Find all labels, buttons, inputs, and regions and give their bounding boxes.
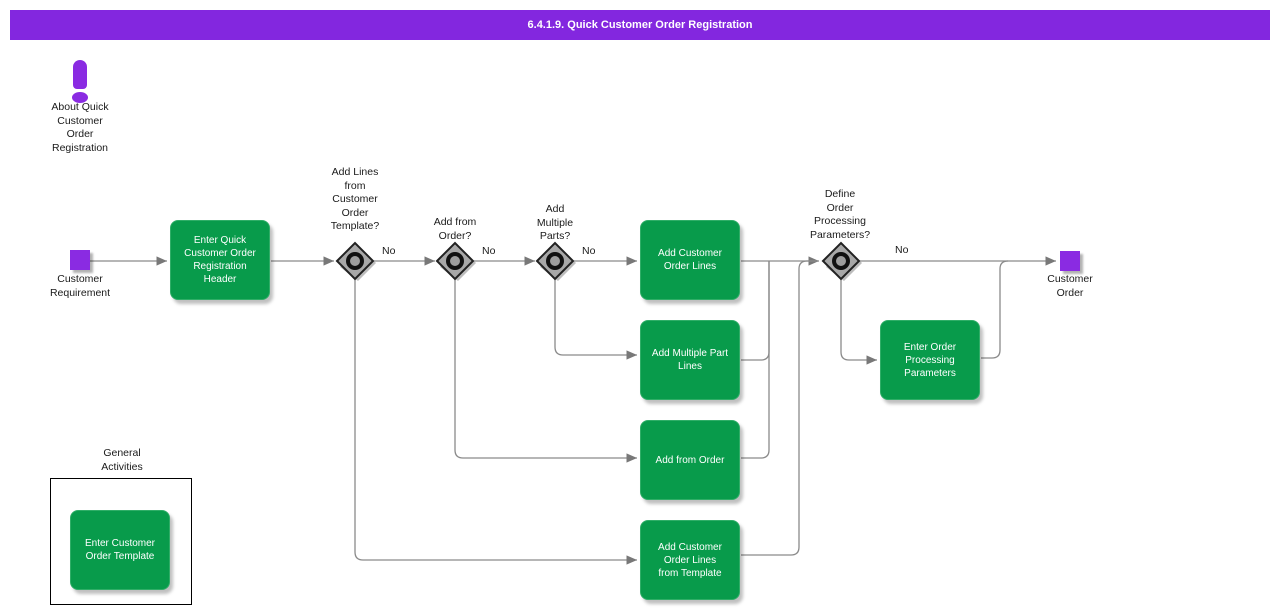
decision-add-multiple-parts[interactable] bbox=[535, 241, 576, 281]
start-node-customer-requirement[interactable] bbox=[70, 250, 90, 270]
decision-add-lines-from-template[interactable] bbox=[335, 241, 376, 281]
decision-label-add-lines-from-template: Add Lines from Customer Order Template? bbox=[330, 166, 380, 232]
no-label-d1: No bbox=[382, 245, 396, 257]
activity-add-from-order[interactable]: Add from Order bbox=[640, 420, 740, 500]
flow-order-params-return bbox=[981, 260, 1009, 359]
about-note[interactable] bbox=[72, 60, 88, 103]
activity-enter-quick-header[interactable]: Enter Quick Customer Order Registration … bbox=[170, 220, 270, 300]
about-note-label: About Quick Customer Order Registration bbox=[51, 101, 109, 154]
decision-define-order-processing-parameters[interactable] bbox=[821, 241, 862, 281]
activity-enter-customer-order-template[interactable]: Enter Customer Order Template bbox=[70, 510, 170, 590]
group-label-general-activities: General Activities bbox=[101, 447, 143, 473]
activity-add-multiple-part-lines[interactable]: Add Multiple Part Lines bbox=[640, 320, 740, 400]
no-label-d4: No bbox=[895, 244, 909, 256]
flow-add-from-order-return bbox=[741, 261, 770, 459]
no-label-d3: No bbox=[582, 245, 596, 257]
activity-add-co-lines-from-template[interactable]: Add Customer Order Lines from Template bbox=[640, 520, 740, 600]
flow-multiple-part-lines-return bbox=[741, 261, 770, 361]
end-node-customer-order[interactable] bbox=[1060, 251, 1080, 271]
decision-label-define-order-processing-parameters: Define Order Processing Parameters? bbox=[809, 188, 871, 241]
activity-add-customer-order-lines[interactable]: Add Customer Order Lines bbox=[640, 220, 740, 300]
decision-label-add-from-order: Add from Order? bbox=[433, 216, 477, 242]
activity-enter-order-processing-parameters[interactable]: Enter Order Processing Parameters bbox=[880, 320, 980, 400]
flow-d3-to-multiple-part-lines bbox=[554, 279, 637, 360]
end-node-label: Customer Order bbox=[1047, 273, 1093, 299]
flow-d2-to-add-from-order bbox=[454, 279, 637, 463]
flow-template-box-return bbox=[741, 260, 817, 556]
diagram-title-bar: 6.4.1.9. Quick Customer Order Registrati… bbox=[10, 10, 1270, 40]
start-node-label: Customer Requirement bbox=[49, 273, 111, 299]
no-label-d2: No bbox=[482, 245, 496, 257]
flow-d1-to-template-box bbox=[354, 279, 637, 565]
decision-label-add-multiple-parts: Add Multiple Parts? bbox=[536, 203, 574, 242]
flow-d4-to-order-params bbox=[840, 279, 877, 365]
decision-add-from-order[interactable] bbox=[435, 241, 476, 281]
